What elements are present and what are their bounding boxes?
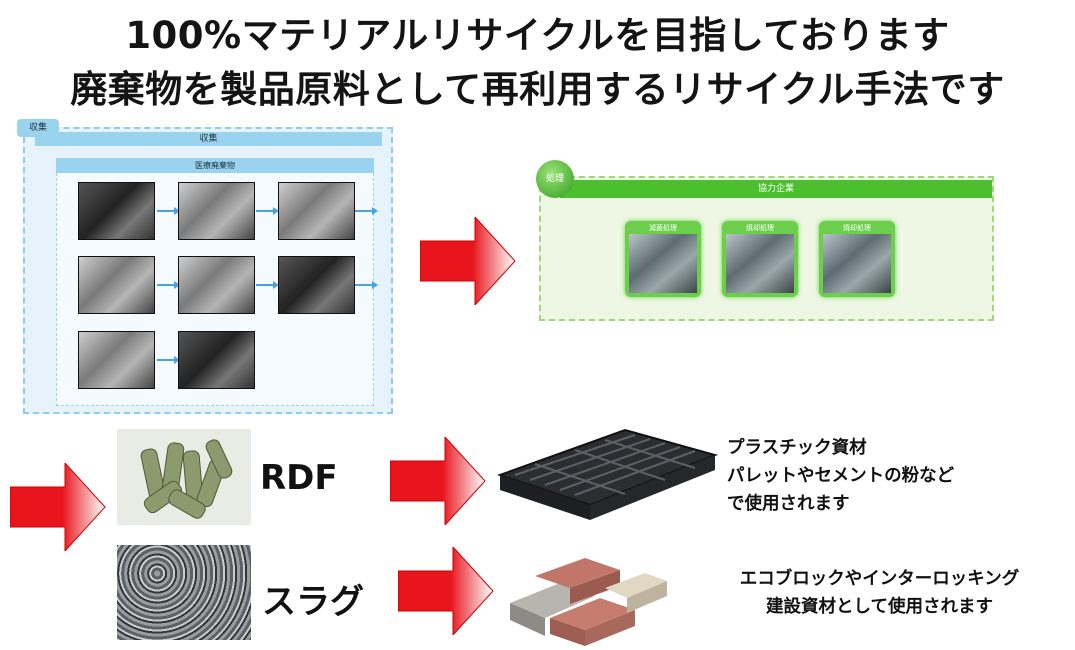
processing-card-label: 焼却処理 <box>843 224 871 232</box>
slag-description: エコブロックやインターロッキング 建設資材として使用されます <box>692 565 1067 621</box>
collection-photo <box>178 331 255 389</box>
flow-arrow-icon <box>256 207 279 215</box>
rdf-label: RDF <box>260 458 338 498</box>
processing-card: 焼却処理 <box>819 221 895 297</box>
processing-tag: 処理 <box>536 160 574 198</box>
collection-photo <box>278 256 355 314</box>
processing-card: 焼却処理 <box>722 221 798 297</box>
flow-arrow-icon <box>256 281 279 289</box>
rdf-pellets-image <box>117 429 251 525</box>
headline-line-2: 廃棄物を製品原料として再利用するリサイクル手法です <box>70 68 1005 111</box>
slag-description-line: エコブロックやインターロッキング <box>739 569 1020 589</box>
processing-card-photo <box>726 234 794 293</box>
collection-header: 収集 <box>35 132 382 146</box>
flow-arrow-icon <box>157 207 180 215</box>
rdf-description-line: パレットやセメントの粉など <box>727 466 955 486</box>
flow-arrow-icon <box>157 281 180 289</box>
processing-card-photo <box>823 234 891 293</box>
collection-photo <box>178 182 255 240</box>
rdf-description-line: プラスチック資材 <box>727 438 867 458</box>
red-arrow-icon <box>420 217 516 305</box>
collection-tag: 収集 <box>17 119 59 137</box>
flow-arrow-icon <box>157 356 180 364</box>
collection-photo <box>78 256 155 314</box>
flow-arrow-icon <box>355 207 378 215</box>
red-arrow-icon <box>10 463 106 551</box>
processing-card-photo <box>629 234 697 293</box>
interlocking-block-image <box>510 558 667 646</box>
slag-label: スラグ <box>262 582 364 622</box>
flow-arrow-icon <box>355 281 378 289</box>
processing-card: 減菌処理 <box>625 221 701 297</box>
collection-photo <box>278 182 355 240</box>
rdf-description-line: で使用されます <box>727 494 850 514</box>
processing-header: 協力企業 <box>560 180 992 198</box>
red-arrow-icon <box>390 437 486 525</box>
red-arrow-icon <box>398 547 494 635</box>
rdf-description: プラスチック資材 パレットやセメントの粉など で使用されます <box>727 434 1047 518</box>
slag-description-line: 建設資材として使用されます <box>766 597 993 617</box>
collection-subheader: 医療廃棄物 <box>56 158 374 173</box>
collection-photo <box>78 331 155 389</box>
headline-line-1: 100%マテリアルリサイクルを目指しております <box>125 14 950 57</box>
collection-photo <box>178 256 255 314</box>
processing-card-label: 焼却処理 <box>746 224 774 232</box>
processing-card-label: 減菌処理 <box>649 224 677 232</box>
slag-gravel-image <box>117 545 251 640</box>
collection-photo <box>78 182 155 240</box>
plastic-pallet-image <box>496 428 719 520</box>
